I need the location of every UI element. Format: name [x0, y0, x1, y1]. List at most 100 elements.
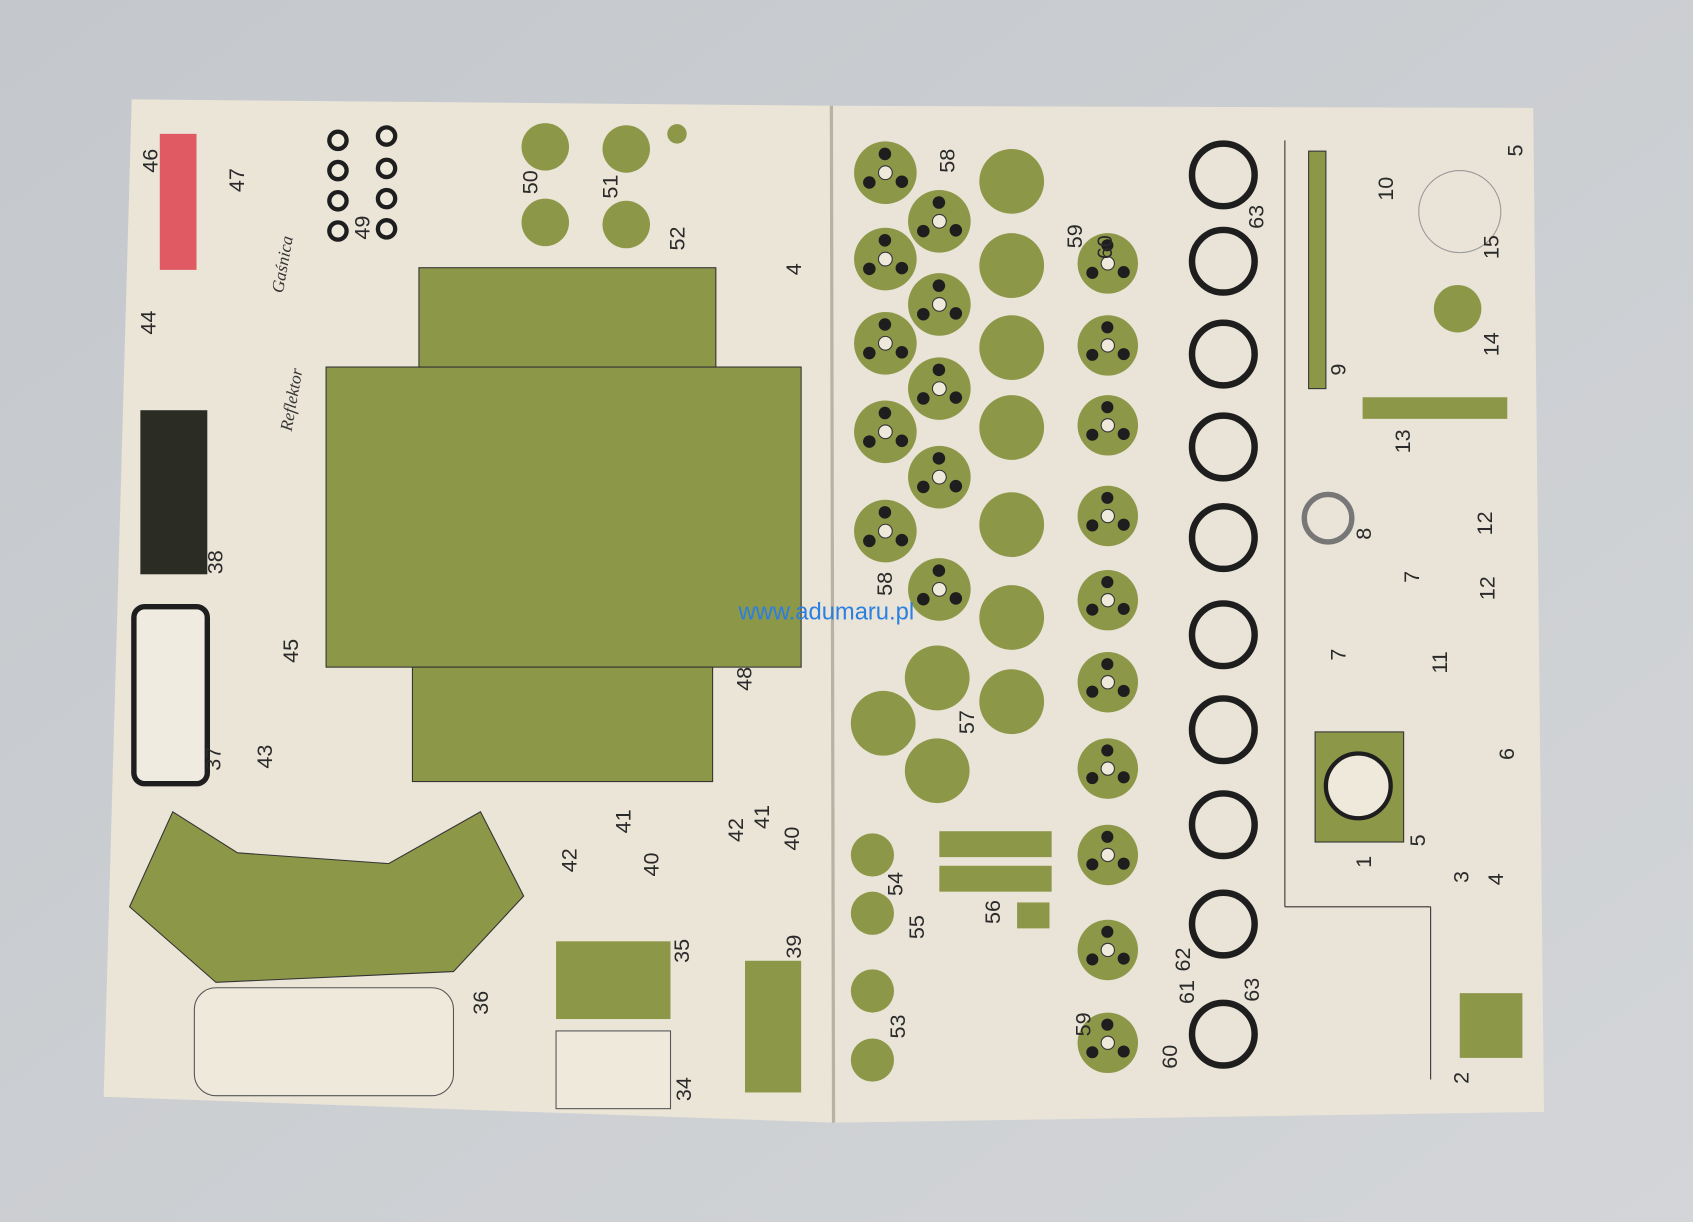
part-label: 14	[1479, 332, 1504, 356]
part-label: 49	[349, 216, 374, 240]
hub-hole	[878, 318, 892, 331]
wheels-50-51	[521, 123, 687, 249]
part-label: 46	[138, 149, 163, 173]
part-label: 55	[904, 915, 929, 939]
hub-hole	[895, 346, 909, 359]
hub-center	[931, 581, 947, 597]
part-label: 59	[1071, 1012, 1096, 1036]
hub-hole	[895, 434, 909, 448]
hub-center	[1100, 338, 1115, 353]
part-label: 11	[1427, 651, 1452, 673]
small-wheels-49	[327, 125, 398, 242]
part-label: 51	[598, 175, 623, 199]
hub-center	[931, 296, 947, 312]
page-number-left: 4	[781, 263, 806, 275]
hub-hole	[932, 196, 946, 209]
part-label: 61	[1174, 980, 1199, 1004]
part-main-body	[325, 366, 802, 668]
ring-wheel	[1188, 140, 1258, 210]
hub-hole	[1101, 491, 1114, 504]
hub-hole	[1101, 925, 1114, 938]
hub-hole	[878, 506, 892, 519]
part-label: 6	[1494, 748, 1519, 760]
part-top-flap	[418, 267, 717, 368]
part-label: 60	[1092, 235, 1117, 259]
hub-center	[877, 424, 893, 440]
part-label: 43	[252, 745, 277, 769]
part-label: 53	[885, 1014, 910, 1038]
olive-wheel	[979, 669, 1045, 735]
hub-center	[1100, 256, 1115, 271]
part-14	[1433, 284, 1482, 333]
hub-hole	[932, 452, 946, 465]
part-label: 34	[671, 1077, 696, 1101]
hub-hole	[917, 480, 930, 494]
part-label: 10	[1373, 177, 1398, 201]
hub-hole	[1086, 1046, 1099, 1059]
hub-hole	[895, 175, 909, 188]
hub-hole	[949, 592, 963, 605]
hub-hole	[1117, 771, 1130, 784]
hub-center	[1100, 761, 1115, 776]
hub-hole	[878, 406, 892, 420]
hub-hole	[878, 147, 892, 161]
part-label: 2	[1448, 1072, 1473, 1084]
hub-hole	[1086, 519, 1099, 532]
hub-hole	[863, 534, 876, 548]
olive-wheel	[979, 233, 1045, 298]
hub-center	[1100, 418, 1115, 433]
part-27	[193, 987, 455, 1097]
hub-hole	[917, 392, 930, 405]
part-label: 9	[1325, 364, 1350, 376]
ring-wheel	[1188, 319, 1258, 389]
hub-center	[1100, 508, 1115, 524]
part-label: 52	[665, 226, 690, 250]
part-label: 45	[278, 639, 303, 663]
hub-hole	[1086, 266, 1099, 279]
part-13	[1362, 397, 1508, 419]
hub-hole	[1117, 684, 1130, 697]
hub-hole	[1117, 952, 1130, 965]
hub-hole	[949, 391, 963, 404]
hub-hole	[949, 479, 963, 493]
part-label: 15	[1479, 235, 1504, 259]
hub-hole	[917, 307, 930, 321]
part-label: 63	[1239, 978, 1264, 1002]
part-bottom-flap	[411, 666, 714, 783]
part-label: 44	[135, 311, 160, 335]
hub-center	[931, 381, 947, 397]
hub-hole	[932, 279, 946, 292]
part-8	[1301, 491, 1355, 545]
ring-wheel	[1188, 999, 1258, 1069]
hub-hole	[895, 261, 909, 275]
hub-hole	[1086, 685, 1099, 698]
hub-hole	[1101, 658, 1114, 671]
hub-center	[931, 213, 947, 229]
hub-hole	[1117, 427, 1130, 441]
olive-wheel	[904, 645, 970, 711]
black-rings-63	[1188, 140, 1258, 1069]
watermark: www.adumaru.pl	[738, 599, 915, 626]
hub-center	[877, 251, 893, 267]
part-label: 58	[934, 149, 959, 173]
hub-center	[1100, 593, 1115, 608]
right-part-labels: 5858575963545556536061626359601015149138…	[872, 149, 1519, 1084]
olive-wheel	[850, 690, 916, 756]
hub-hole	[1117, 1045, 1130, 1058]
hub-center	[877, 335, 893, 351]
part-39	[745, 960, 802, 1093]
hub-hole	[949, 307, 963, 320]
hub-hole	[1117, 857, 1130, 870]
part-35	[556, 941, 671, 1020]
part-label: 47	[224, 168, 249, 192]
hub-hole	[917, 592, 930, 606]
part-label: 37	[200, 747, 225, 771]
hub-hole	[932, 564, 946, 577]
hub-center	[1100, 675, 1115, 690]
hub-center	[877, 165, 893, 181]
part-label: 48	[731, 667, 756, 691]
hub-hole	[1117, 518, 1130, 531]
hub-hole	[1101, 239, 1114, 252]
part-label: 42	[723, 818, 748, 842]
